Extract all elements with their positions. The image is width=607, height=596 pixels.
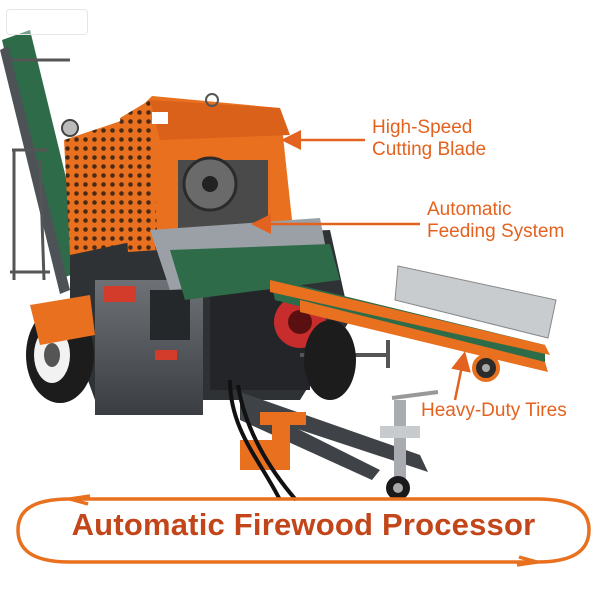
callout-cutting-blade-line1: High-Speed bbox=[372, 117, 473, 138]
callout-feeding-system-line2: Feeding System bbox=[427, 221, 565, 242]
tow-bar bbox=[228, 379, 439, 502]
callout-feeding-system: Automatic Feeding System bbox=[427, 199, 564, 243]
callout-heavy-duty-tires-text: Heavy-Duty Tires bbox=[421, 400, 567, 421]
callout-cutting-blade: High-Speed Cutting Blade bbox=[372, 117, 486, 161]
feed-plate bbox=[150, 218, 340, 300]
callout-feeding-system-line1: Automatic bbox=[427, 199, 512, 220]
machine-chassis bbox=[70, 230, 350, 415]
watermark-badge bbox=[6, 9, 88, 35]
outfeed-conveyor bbox=[270, 265, 557, 382]
tires-leader-line bbox=[451, 351, 471, 401]
cutting-housing bbox=[64, 93, 295, 255]
banner-frame bbox=[16, 494, 591, 567]
wheel-assembly bbox=[26, 295, 356, 403]
banner-title: Automatic Firewood Processor bbox=[71, 507, 536, 542]
callout-cutting-blade-line2: Cutting Blade bbox=[372, 139, 487, 160]
callout-heavy-duty-tires: Heavy-Duty Tires bbox=[421, 400, 567, 422]
infeed-conveyor bbox=[0, 30, 88, 294]
